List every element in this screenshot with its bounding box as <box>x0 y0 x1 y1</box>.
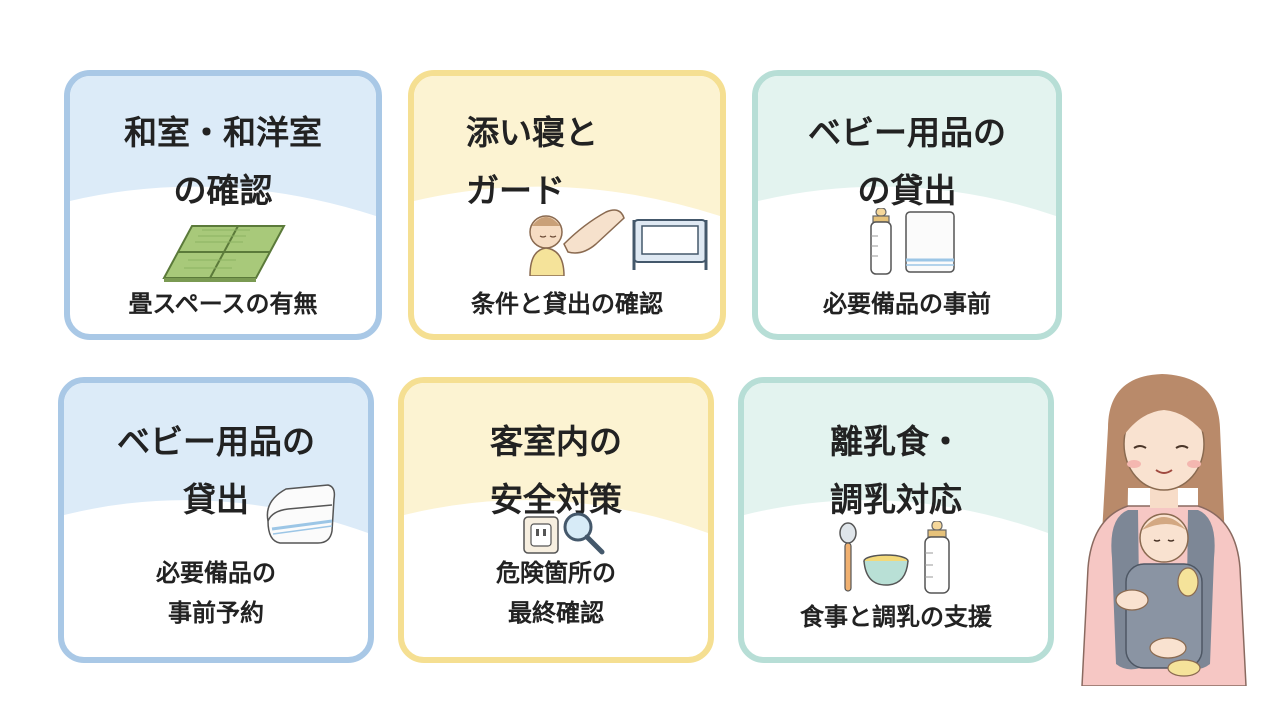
card-title: 客室内の 安全対策 <box>490 422 622 519</box>
card-background-wash <box>70 76 376 216</box>
baby-bottle-towel-icon <box>870 208 955 275</box>
card-caption: 畳スペースの有無 <box>128 290 318 318</box>
baby-bed-guard-icon <box>529 209 708 276</box>
card-title: 和室・和洋室 の確認 <box>124 113 322 210</box>
card-caption: 食事と調乳の支援 <box>800 603 992 631</box>
tatami-mat-icon <box>162 225 286 282</box>
card-co-sleeping-guard: 添い寝と ガード 条件と貸出の確認 <box>408 70 726 340</box>
card-background-wash <box>404 383 708 533</box>
card-caption: 必要備品の事前 <box>823 290 991 318</box>
card-baby-items-rental-reservation: ベビー用品の 貸出 必要備品の 事前予約 <box>58 377 374 663</box>
spoon-bowl-bottle-icon <box>839 521 950 594</box>
card-background-wash <box>758 76 1056 216</box>
card-title: 離乳食・ 調乳対応 <box>830 422 962 519</box>
card-room-safety: 客室内の 安全対策 危険箇所の 最終確認 <box>398 377 714 663</box>
card-title: ベビー用品の の貸出 <box>808 113 1006 210</box>
card-caption: 必要備品の 事前予約 <box>156 559 276 627</box>
card-background-wash <box>414 76 720 216</box>
mother-with-baby-carrier-icon <box>1081 374 1247 686</box>
card-baby-items-rental: ベビー用品の の貸出 必要備品の事前 <box>752 70 1062 340</box>
folded-towel-icon <box>266 484 336 544</box>
card-caption: 条件と貸出の確認 <box>471 290 663 318</box>
outlet-magnifier-icon <box>523 512 605 555</box>
card-title: ベビー用品の 貸出 <box>117 422 315 519</box>
card-baby-food-formula: 離乳食・ 調乳対応 食事と調乳の支援 <box>738 377 1054 663</box>
card-tatami-check: 和室・和洋室 の確認 畳スペースの有無 <box>64 70 382 340</box>
card-title: 添い寝と ガード <box>466 113 598 210</box>
card-background-wash <box>744 383 1048 533</box>
card-caption: 危険箇所の 最終確認 <box>496 559 616 627</box>
